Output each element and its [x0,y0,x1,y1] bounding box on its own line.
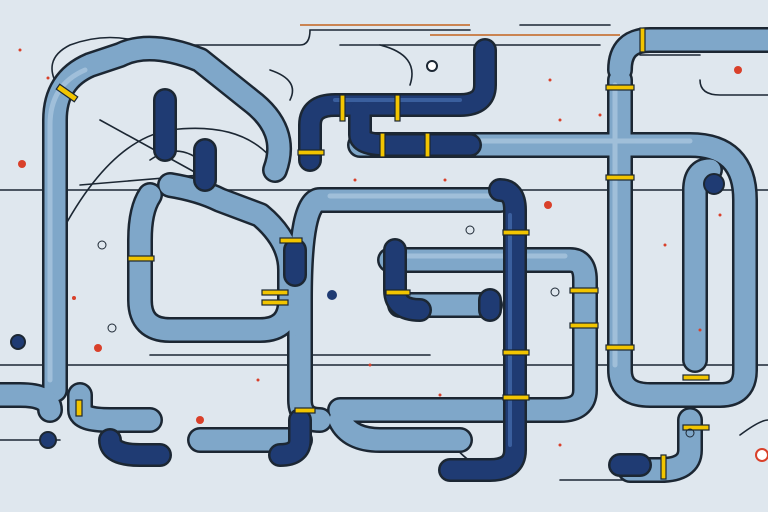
red-dots [18,48,742,447]
gauges [10,60,768,462]
pipe-rings [55,27,710,480]
copper-line [300,24,620,36]
light-pipes [0,27,768,483]
